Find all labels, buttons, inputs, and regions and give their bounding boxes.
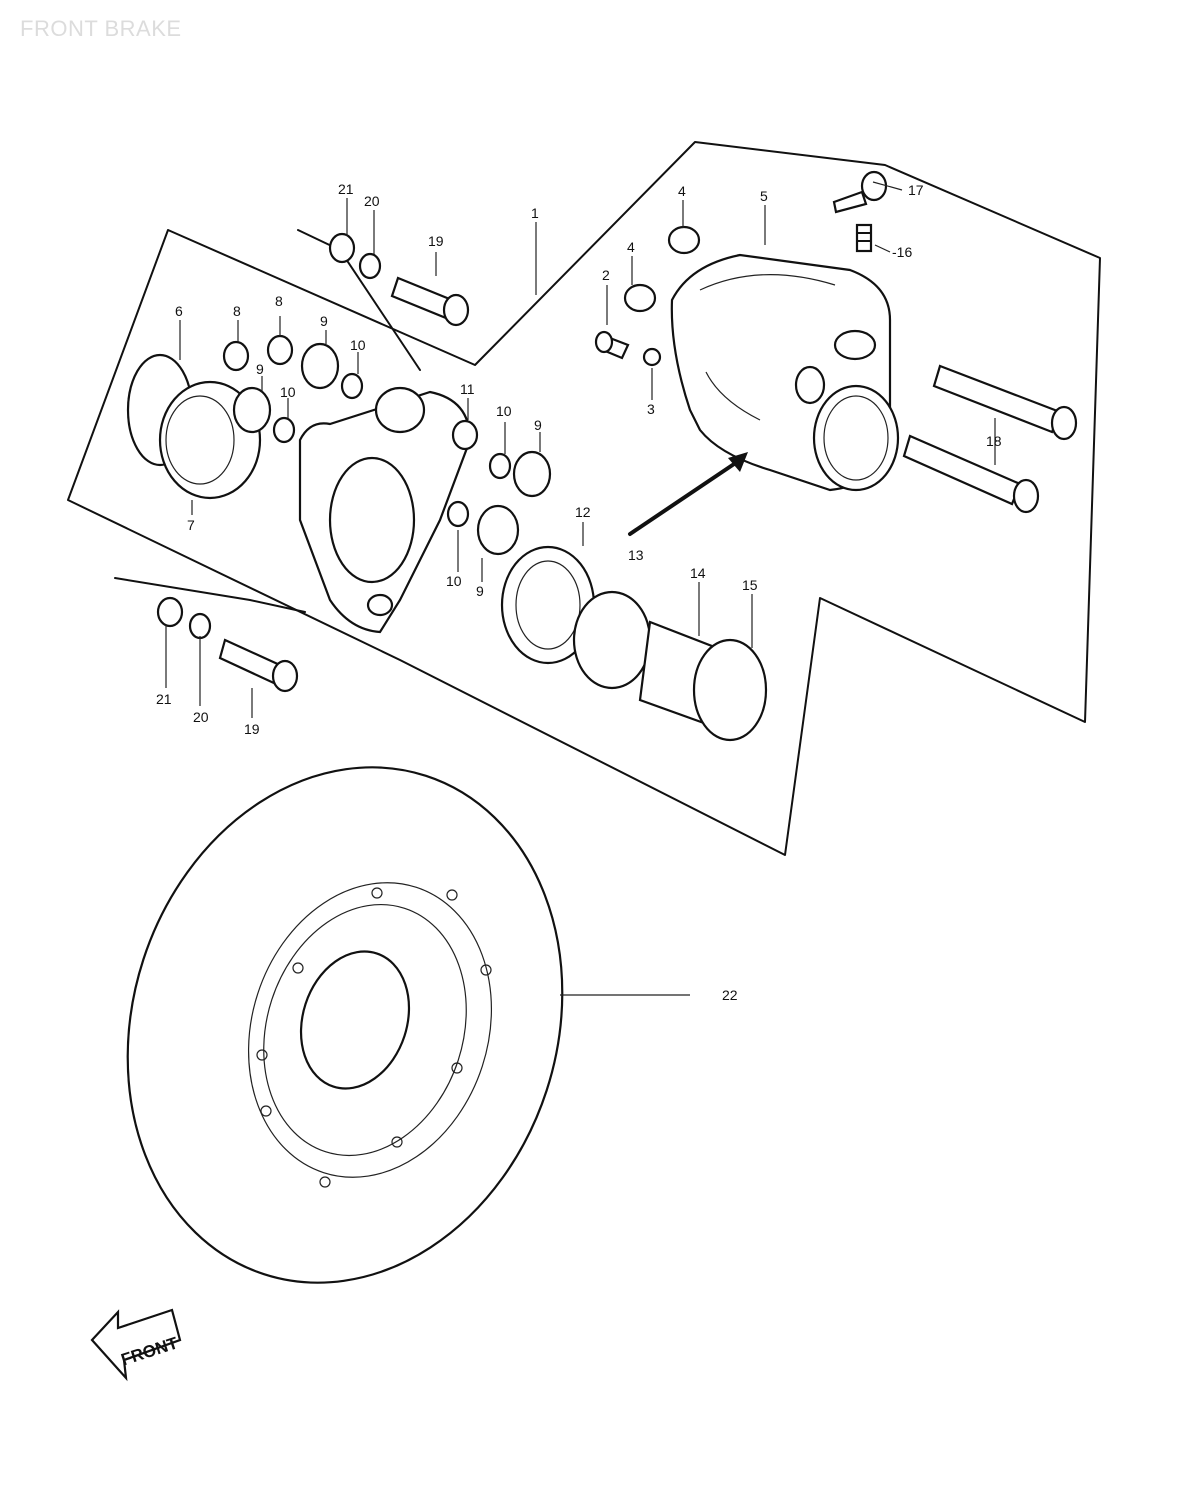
assembly-arrow — [628, 452, 748, 536]
callout-5: 5 — [760, 188, 768, 204]
callout-20a: 20 — [364, 193, 380, 209]
bleeder-cap — [832, 170, 888, 214]
front-badge — [90, 1308, 182, 1382]
callout-9a: 9 — [320, 313, 328, 329]
seal-8b — [266, 334, 294, 366]
bushing-9a — [300, 342, 340, 390]
assembly-outline — [67, 141, 1101, 856]
ring-10d — [446, 500, 470, 528]
callout-7: 7 — [187, 517, 195, 533]
leader-lines — [165, 181, 996, 996]
callout-12: 12 — [575, 504, 591, 520]
callout-4a: 4 — [678, 183, 686, 199]
callout-10b: 10 — [280, 384, 296, 400]
callout-13: 13 — [628, 547, 644, 563]
callout-3: 3 — [647, 401, 655, 417]
seal-13 — [572, 590, 652, 690]
callout-10d: 10 — [446, 573, 462, 589]
washer-21a — [328, 232, 356, 264]
callout-11: 11 — [460, 381, 475, 397]
ring-10a — [340, 372, 364, 400]
washer — [642, 347, 662, 367]
bolt-head-19a — [442, 293, 470, 327]
callout-18: 18 — [986, 433, 1002, 449]
callout-22: 22 — [722, 987, 738, 1003]
piston-12-inner — [515, 560, 581, 650]
bushing-9c — [512, 450, 552, 498]
caliper-bolt-upper — [932, 364, 1078, 441]
ring-10b — [272, 416, 296, 444]
caliper-bracket — [298, 390, 472, 634]
bushing-9d — [476, 504, 520, 556]
caliper-screw — [594, 330, 630, 360]
callout-1: 1 — [531, 205, 539, 221]
callout-17: 17 — [908, 182, 924, 198]
callout-2: 2 — [602, 267, 610, 283]
callout-16: -16 — [892, 244, 912, 260]
callout-10a: 10 — [350, 337, 366, 353]
callout-19b: 19 — [244, 721, 260, 737]
bushing-9b — [232, 386, 272, 434]
callout-6: 6 — [175, 303, 183, 319]
nut-lower — [623, 283, 657, 313]
callout-9d: 9 — [476, 583, 484, 599]
callout-8b: 8 — [275, 293, 283, 309]
bleeder-valve — [855, 223, 873, 253]
washer-21b — [156, 596, 184, 628]
brake-pad-assembly — [126, 353, 262, 500]
callout-14: 14 — [690, 565, 706, 581]
callout-8a: 8 — [233, 303, 241, 319]
bolt-head-19b — [271, 659, 299, 693]
caliper-body — [670, 253, 900, 492]
brake-disc — [126, 766, 564, 1284]
lockwasher-20b — [188, 612, 212, 640]
page-title: FRONT BRAKE — [20, 16, 182, 41]
callout-4b: 4 — [627, 239, 635, 255]
callout-20b: 20 — [193, 709, 209, 725]
dust-boot-15 — [692, 638, 768, 742]
caliper-bolt-lower — [902, 434, 1040, 514]
callout-10c: 10 — [496, 403, 512, 419]
bushing-center — [374, 386, 426, 434]
bolt-guide-lower — [114, 577, 306, 613]
ring-10c — [488, 452, 512, 480]
callout-21b: 21 — [156, 691, 172, 707]
callout-9c: 9 — [534, 417, 542, 433]
seal-8a — [222, 340, 250, 372]
callout-21a: 21 — [338, 181, 354, 197]
callout-15: 15 — [742, 577, 758, 593]
lockwasher-20a — [358, 252, 382, 280]
pin-11 — [451, 419, 479, 451]
nut-upper — [667, 225, 701, 255]
callout-9b: 9 — [256, 361, 264, 377]
callout-19a: 19 — [428, 233, 444, 249]
